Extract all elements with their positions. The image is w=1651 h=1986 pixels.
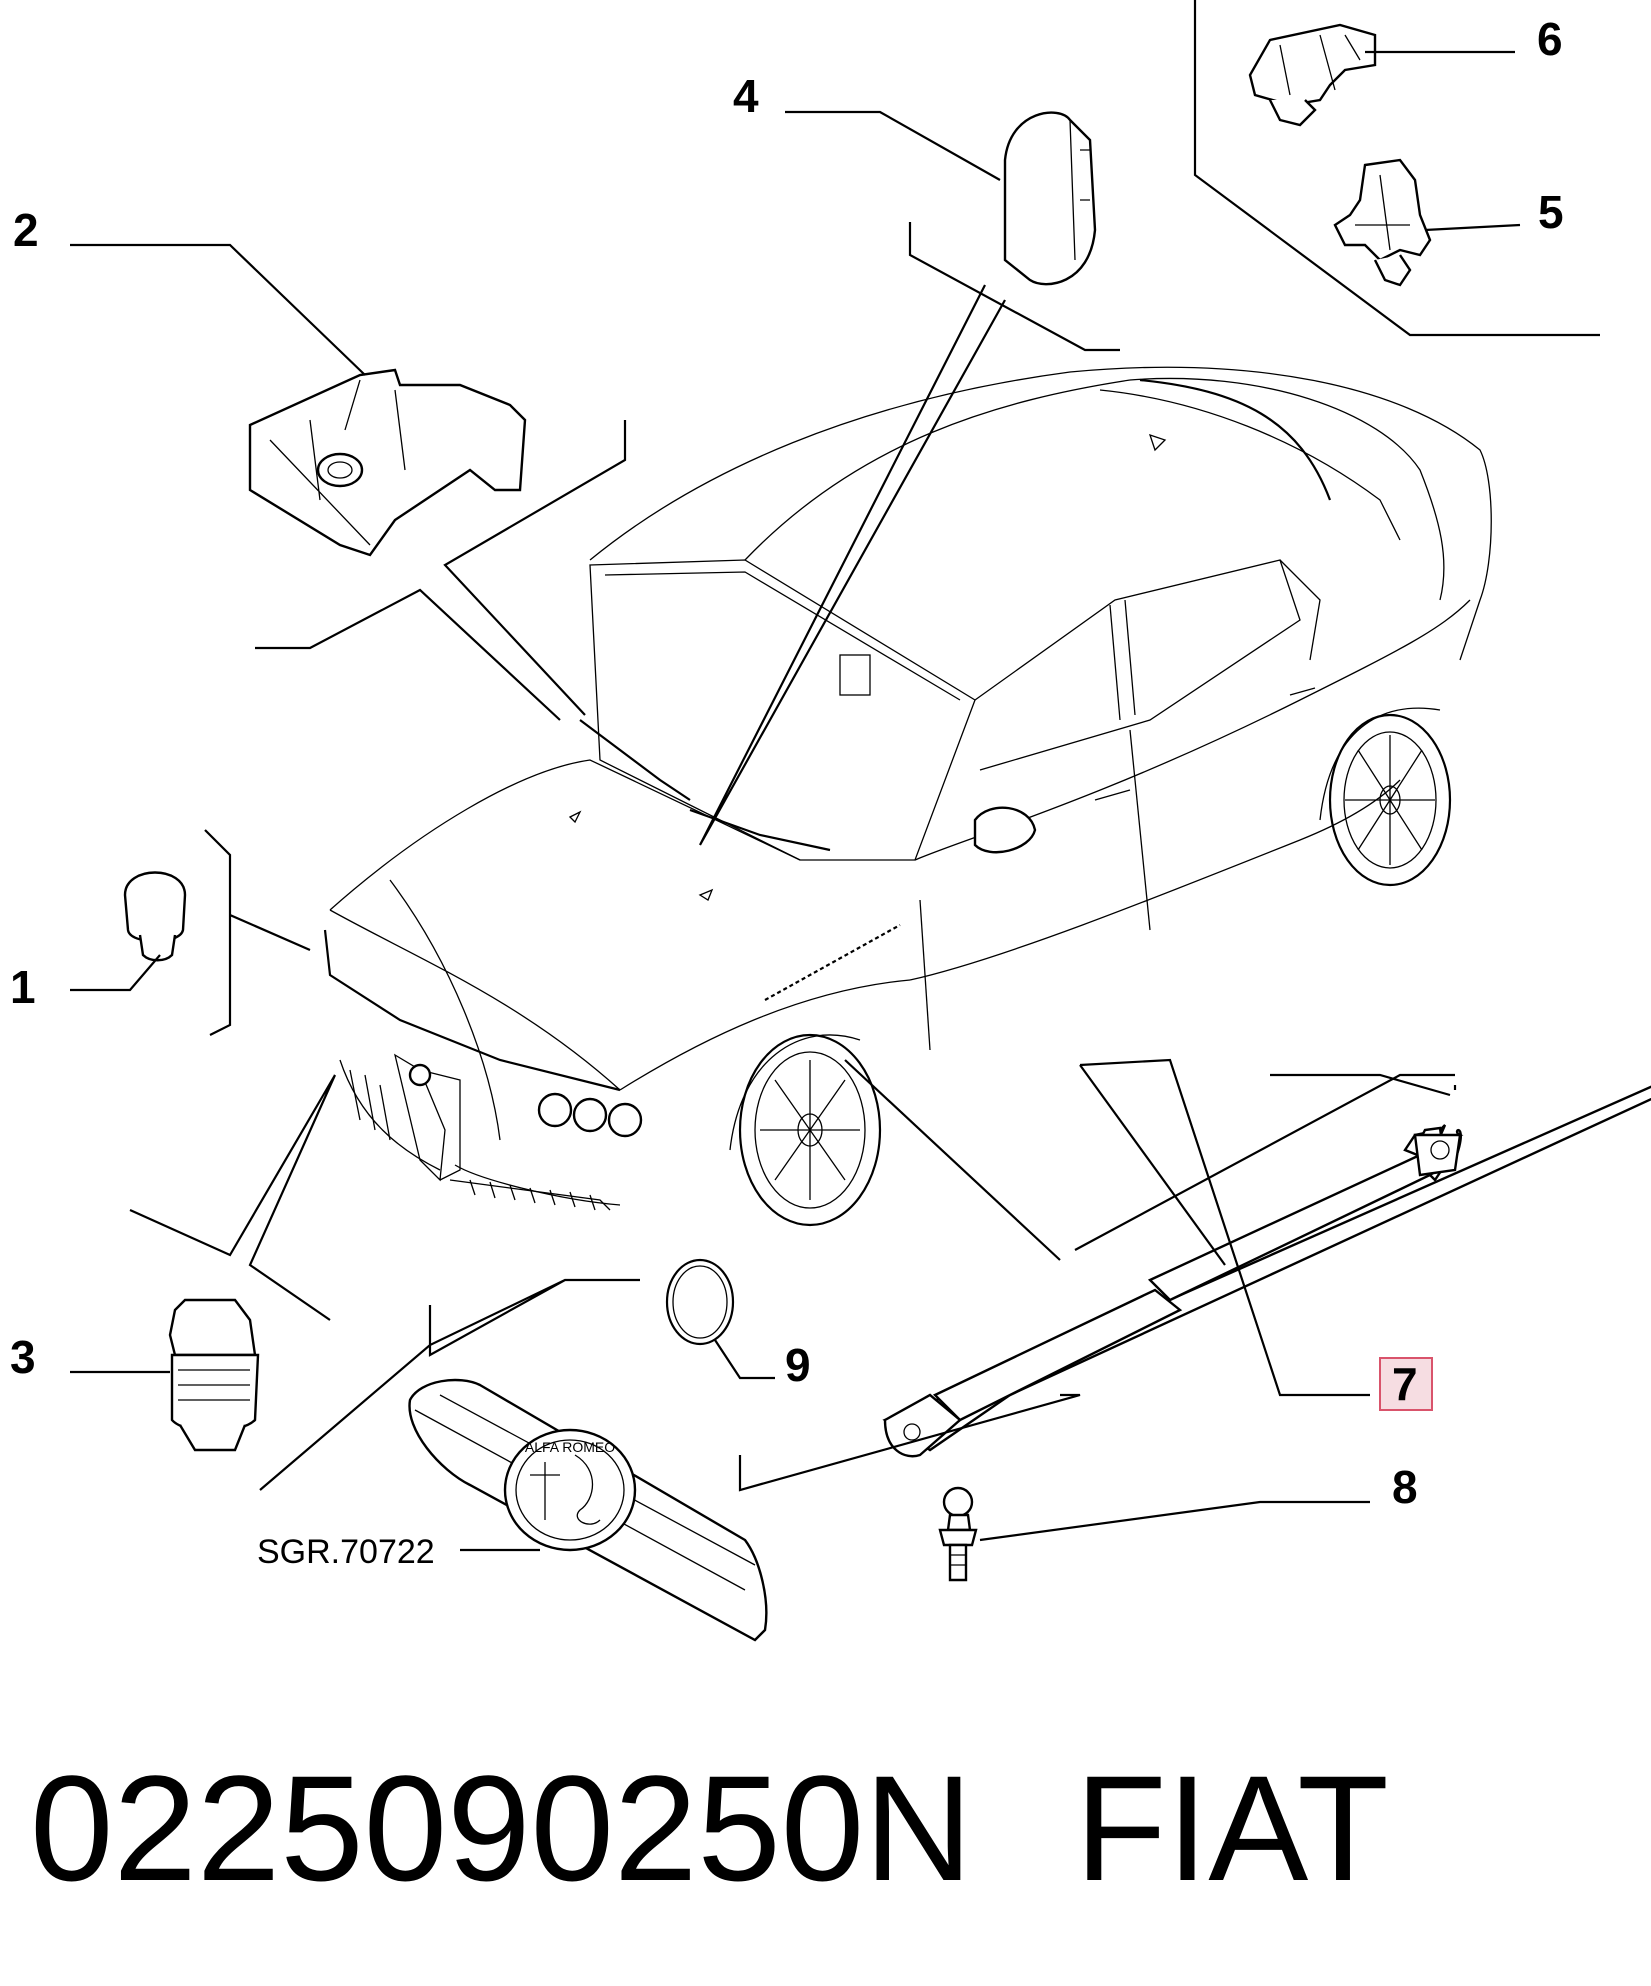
callout-2: 2 [13,204,39,256]
callout-6: 6 [1537,13,1563,65]
brand-name: FIAT [1075,1744,1389,1912]
part-number: 0225090250N [30,1744,973,1912]
rear-wheel [1319,707,1452,887]
callout-7: 7 [1392,1358,1418,1410]
part-6-fastener [1193,0,1600,337]
part-3-cap-nut [70,1074,337,1452]
callout-8: 8 [1392,1461,1418,1513]
callout-4: 4 [733,70,759,122]
part-emblem-badge: ALFA ROMEO [408,1378,768,1642]
part-9-o-ring [259,1258,1081,1492]
part-1-bump-stop [70,829,311,1036]
car-illustration [323,366,1492,1227]
part-2-insulation-pad [70,243,627,721]
part-5-clip [1333,158,1521,287]
part-7-gas-strut [844,1058,1651,1458]
callout-5: 5 [1538,186,1564,238]
part-4-oval-plug [699,110,1120,846]
front-wheel [729,1033,882,1227]
drawing-code: SGR.70722 [257,1533,435,1571]
emblem-lettering: ALFA ROMEO [525,1439,615,1455]
callout-7-highlight-box [1379,1357,1433,1411]
callout-3: 3 [10,1331,36,1383]
callout-9: 9 [785,1339,811,1391]
part-8-ball-stud [938,1486,1370,1582]
callout-1: 1 [10,961,36,1013]
